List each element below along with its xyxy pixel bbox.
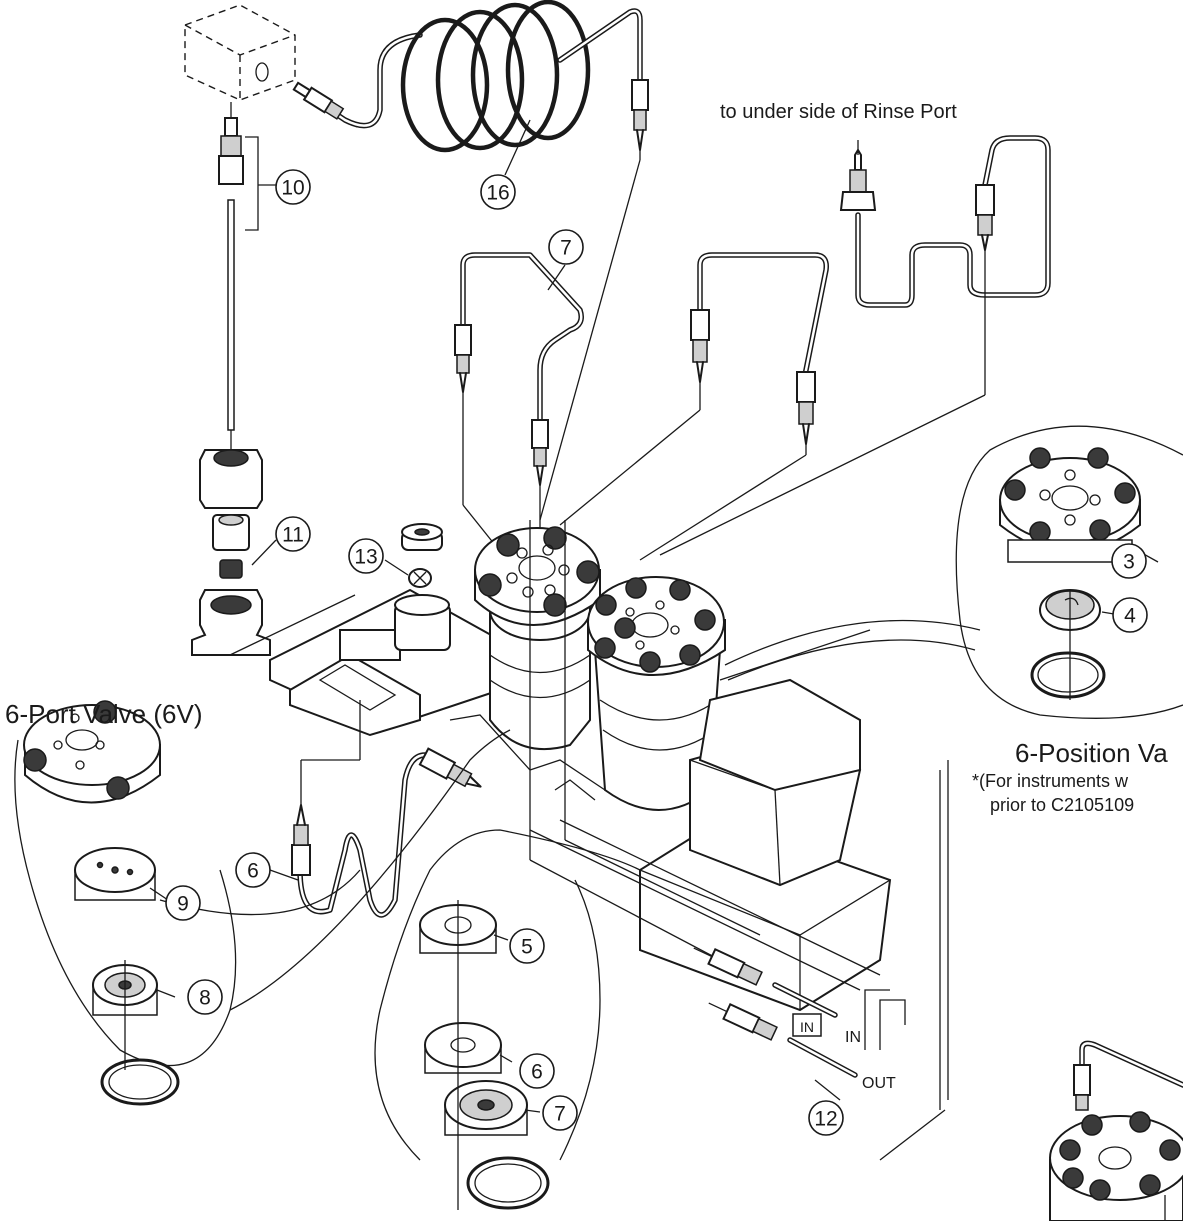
rinse-port-note: to under side of Rinse Port (720, 101, 957, 123)
in-label: IN (845, 1029, 861, 1046)
coil-tubing (292, 0, 649, 521)
callout-3: 3 (1111, 543, 1147, 579)
sample-loop-tube (269, 700, 482, 918)
svg-text:10: 10 (281, 177, 304, 200)
svg-text:3: 3 (1123, 551, 1135, 574)
out-label: OUT (862, 1075, 896, 1092)
valve-body-right (587, 576, 726, 811)
svg-text:16: 16 (486, 182, 509, 205)
callout-8: 8 (187, 979, 223, 1015)
svg-text:4: 4 (1124, 605, 1136, 628)
holder-plate (269, 523, 501, 737)
svg-text:12: 12 (814, 1108, 837, 1131)
in-out-connectors (529, 520, 858, 1101)
callout-16: 16 (480, 119, 531, 210)
motor-housing (449, 629, 949, 1161)
dashed-mount-block (184, 4, 296, 101)
callout-9: 9 (165, 885, 201, 921)
svg-text:7: 7 (560, 237, 572, 260)
svg-text:6: 6 (531, 1061, 543, 1084)
six-position-note-line1: *(For instruments w (972, 771, 1129, 791)
connecting-tubes (454, 135, 1051, 561)
six-position-note-line2: prior to C2105109 (990, 795, 1134, 815)
svg-text:7: 7 (554, 1103, 566, 1126)
callout-12: 12 (808, 1100, 844, 1136)
in-box-label: IN (800, 1019, 814, 1035)
callout-10: 10 (275, 169, 311, 205)
six-port-valve-exploded (14, 700, 511, 1106)
svg-text:6: 6 (247, 860, 259, 883)
svg-text:8: 8 (199, 987, 211, 1010)
needle-assembly (218, 102, 276, 450)
six-position-valve-title: 6-Position Va (1015, 738, 1168, 768)
nut-ferrule-stack (191, 449, 356, 656)
svg-text:9: 9 (177, 893, 189, 916)
svg-text:11: 11 (282, 524, 304, 547)
svg-text:13: 13 (354, 546, 377, 569)
callout-11: 11 (275, 516, 311, 552)
six-position-valve-exploded (724, 425, 1183, 719)
rotor-stator-stack (374, 829, 641, 1210)
callout-13: 13 (348, 538, 384, 574)
callout-5: 5 (509, 928, 545, 964)
valve-body-left (474, 526, 601, 751)
cropped-valve-bottom-right (1049, 1040, 1183, 1222)
six-port-valve-title: 6-Port Valve (6V) (5, 699, 202, 729)
callout-6-stack: 6 (519, 1053, 555, 1089)
callout-4: 4 (1112, 597, 1148, 633)
callout-6-tube: 6 (235, 852, 271, 888)
callout-7-top: 7 (548, 229, 584, 265)
callout-7-stack: 7 (542, 1095, 578, 1131)
svg-text:5: 5 (521, 936, 533, 959)
